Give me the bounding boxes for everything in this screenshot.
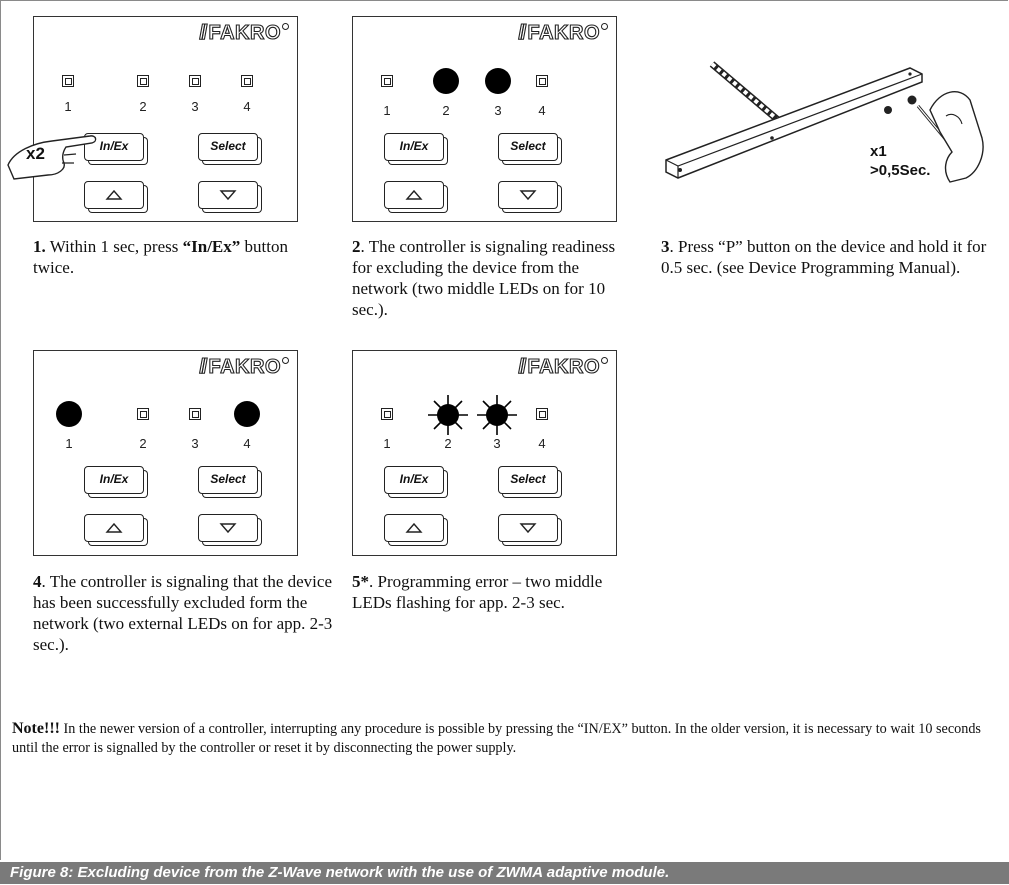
led-3 — [189, 75, 201, 87]
down-arrow-button[interactable] — [498, 181, 558, 209]
note-paragraph: Note!!! In the newer version of a contro… — [12, 719, 997, 758]
fakro-logo: //FAKRO — [199, 22, 289, 44]
led-number: 4 — [538, 103, 546, 118]
step-text: . Programming error – two middle LEDs fl… — [352, 572, 603, 612]
step-number: 4 — [33, 572, 42, 591]
led-number: 3 — [494, 103, 502, 118]
led-2-flashing-icon — [428, 395, 468, 435]
controller-panel-step-4: //FAKRO 1 2 3 4 In/Ex Select — [33, 350, 298, 556]
led-number: 1 — [383, 436, 391, 451]
down-arrow-button[interactable] — [498, 514, 558, 542]
up-arrow-button[interactable] — [384, 514, 444, 542]
up-arrow-button[interactable] — [84, 181, 144, 209]
device-press-duration: >0,5Sec. — [870, 162, 931, 179]
led-3-on — [485, 68, 511, 94]
led-4 — [241, 75, 253, 87]
led-3 — [189, 408, 201, 420]
select-button[interactable]: Select — [498, 133, 558, 161]
led-number: 3 — [191, 436, 199, 451]
up-arrow-button[interactable] — [84, 514, 144, 542]
led-number: 3 — [191, 99, 199, 114]
select-button[interactable]: Select — [198, 466, 258, 494]
step-text: . The controller is signaling readiness … — [352, 237, 616, 319]
fakro-logo: //FAKRO — [518, 356, 608, 378]
led-2 — [137, 408, 149, 420]
step-highlight: “In/Ex” — [182, 237, 241, 256]
step-1-caption: 1. Within 1 sec, press “In/Ex” button tw… — [33, 236, 333, 278]
led-number: 1 — [64, 99, 72, 114]
led-1 — [381, 408, 393, 420]
led-number: 1 — [383, 103, 391, 118]
select-button[interactable]: Select — [198, 133, 258, 161]
step-number: 1. — [33, 237, 46, 256]
led-number: 1 — [65, 436, 73, 451]
triangle-down-icon — [519, 523, 537, 534]
down-arrow-button[interactable] — [198, 181, 258, 209]
led-4 — [536, 75, 548, 87]
led-4 — [536, 408, 548, 420]
in-ex-button[interactable]: In/Ex — [84, 466, 144, 494]
step-text-after: button twice. — [33, 237, 288, 277]
led-number: 2 — [139, 99, 147, 114]
triangle-up-icon — [405, 522, 423, 533]
note-label: Note!!! — [12, 720, 60, 737]
figure-caption-bar: Figure 8: Excluding device from the Z-Wa… — [0, 862, 1009, 884]
figure-caption: Figure 8: Excluding device from the Z-Wa… — [10, 864, 670, 881]
triangle-up-icon — [405, 189, 423, 200]
pointing-hand-icon — [7, 135, 97, 180]
led-number: 4 — [243, 436, 251, 451]
led-3-flashing-icon — [477, 395, 517, 435]
step-5-caption: 5*. Programming error – two middle LEDs … — [352, 571, 634, 613]
led-4-on — [234, 401, 260, 427]
led-1-on — [56, 401, 82, 427]
step-text: Within 1 sec, press — [45, 237, 183, 256]
triangle-down-icon — [219, 523, 237, 534]
step-3-caption: 3. Press “P” button on the device and ho… — [661, 236, 1006, 278]
select-button[interactable]: Select — [498, 466, 558, 494]
triangle-up-icon — [105, 189, 123, 200]
fakro-logo: //FAKRO — [199, 356, 289, 378]
device-actuator-illustration — [665, 61, 984, 183]
controller-panel-step-5: //FAKRO 1 2 3 4 In/Ex Select — [352, 350, 617, 556]
triangle-down-icon — [519, 190, 537, 201]
step-number: 2 — [352, 237, 361, 256]
in-ex-button[interactable]: In/Ex — [384, 466, 444, 494]
note-text: In the newer version of a controller, in… — [12, 721, 981, 756]
led-number: 4 — [243, 99, 251, 114]
led-1 — [62, 75, 74, 87]
controller-panel-step-1: //FAKRO 1 2 3 4 In/Ex Select — [33, 16, 298, 222]
up-arrow-button[interactable] — [384, 181, 444, 209]
triangle-up-icon — [105, 522, 123, 533]
fakro-logo: //FAKRO — [518, 22, 608, 44]
led-2 — [137, 75, 149, 87]
triangle-down-icon — [219, 190, 237, 201]
step-2-caption: 2. The controller is signaling readiness… — [352, 236, 634, 320]
step-number: 5* — [352, 572, 369, 591]
step-4-caption: 4. The controller is signaling that the … — [33, 571, 345, 655]
led-number: 4 — [538, 436, 546, 451]
led-number: 2 — [139, 436, 147, 451]
step-text: . Press “P” button on the device and hol… — [661, 237, 987, 277]
led-2-on — [433, 68, 459, 94]
page-frame — [0, 0, 1008, 860]
step-number: 3 — [661, 237, 670, 256]
led-number: 2 — [444, 436, 452, 451]
led-number: 3 — [493, 436, 501, 451]
led-number: 2 — [442, 103, 450, 118]
step-text: . The controller is signaling that the d… — [33, 572, 333, 654]
down-arrow-button[interactable] — [198, 514, 258, 542]
led-1 — [381, 75, 393, 87]
in-ex-button[interactable]: In/Ex — [384, 133, 444, 161]
press-count-x2: x2 — [26, 144, 45, 163]
device-press-count: x1 — [870, 143, 887, 160]
controller-panel-step-2: //FAKRO 1 2 3 4 In/Ex Select — [352, 16, 617, 222]
